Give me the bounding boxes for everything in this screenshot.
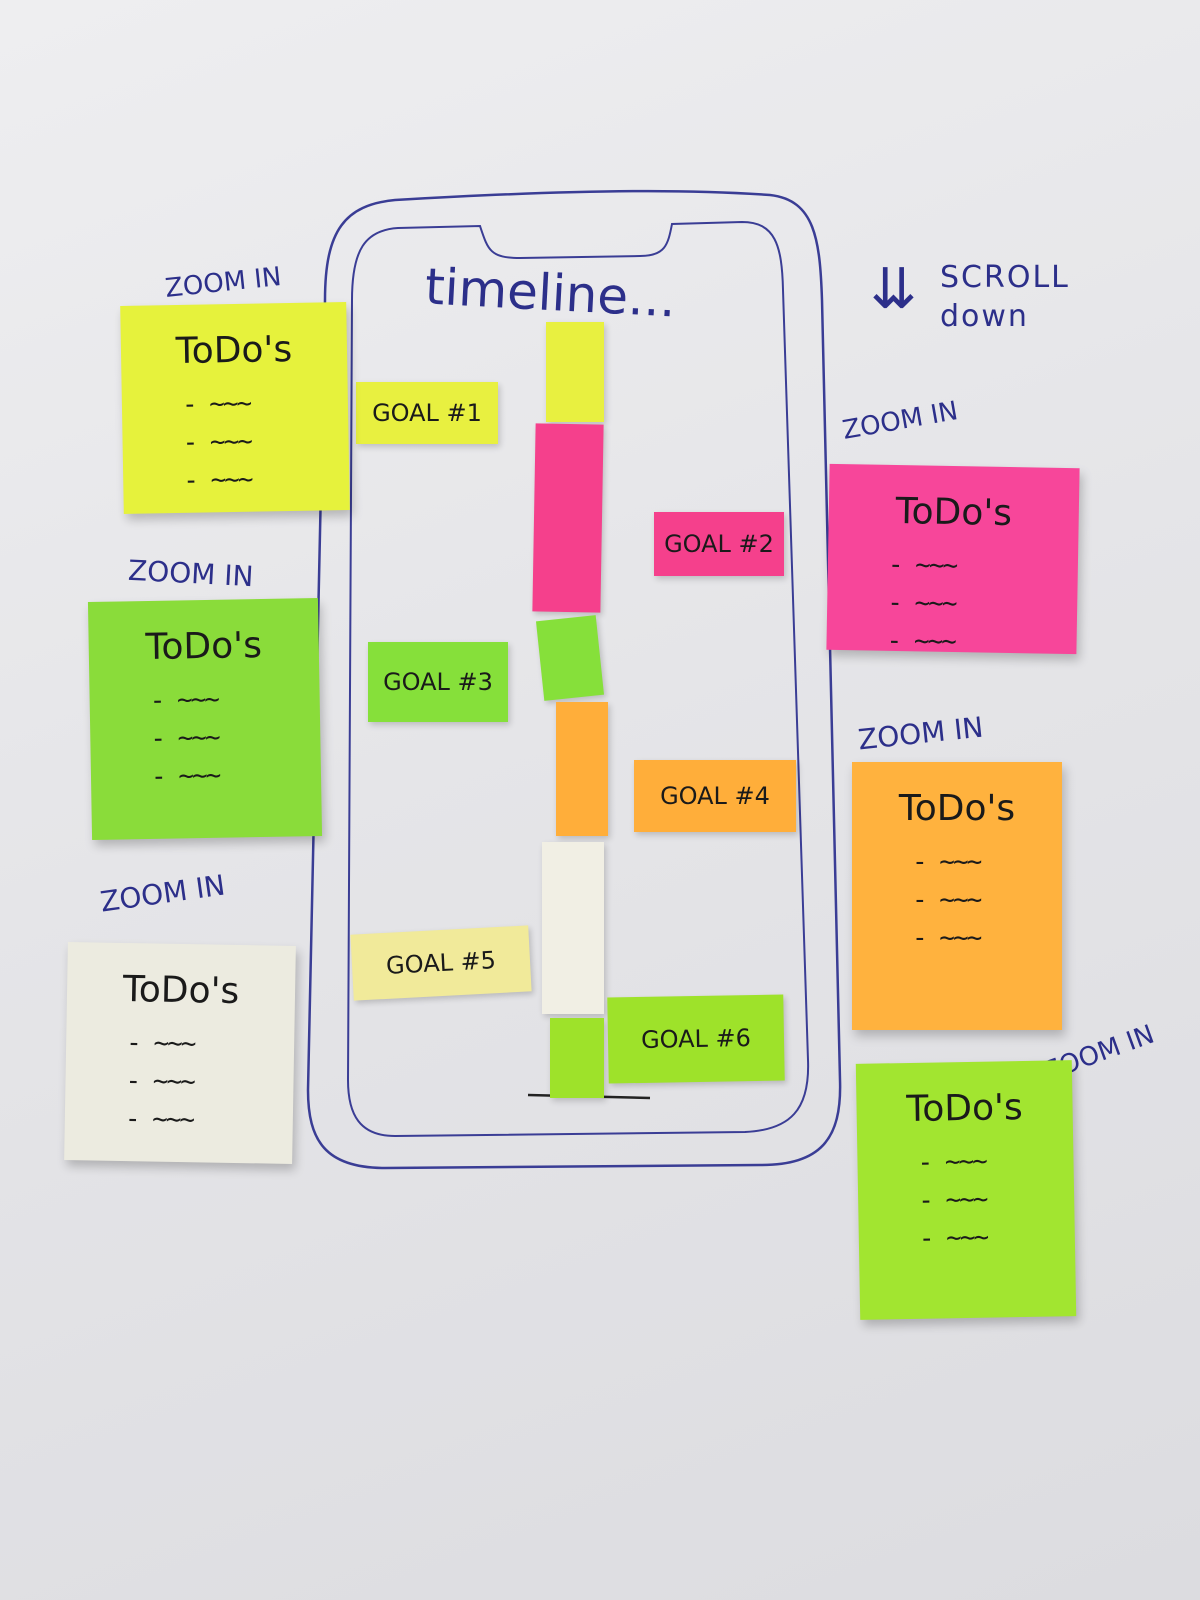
phone-outer-outline <box>306 189 842 1170</box>
todo-note-title: ToDo's <box>898 788 1016 829</box>
todo-note-goal-2[interactable]: ToDo's - ~~~ - ~~~ - ~~~ <box>826 463 1080 655</box>
timeline-segment-1[interactable] <box>546 322 604 422</box>
todo-item: - ~~~ <box>912 885 982 915</box>
goal-label-4[interactable]: GOAL #4 <box>634 760 796 832</box>
todo-item: - ~~~ <box>917 1146 987 1178</box>
todo-note-goal-6[interactable]: ToDo's - ~~~ - ~~~ - ~~~ <box>855 1060 1077 1320</box>
todo-item: - ~~~ <box>912 847 982 877</box>
todo-item: - ~~~ <box>886 625 956 655</box>
todo-note-goal-1[interactable]: ToDo's - ~~~ - ~~~ - ~~~ <box>120 302 350 514</box>
todo-note-goal-3[interactable]: ToDo's - ~~~ - ~~~ - ~~~ <box>87 598 323 840</box>
todo-note-title: ToDo's <box>145 624 263 669</box>
todo-item: - ~~~ <box>887 549 957 582</box>
todo-item: - ~~~ <box>918 1222 988 1254</box>
timeline-title: timeline... <box>423 257 678 329</box>
timeline-segment-4[interactable] <box>556 702 608 836</box>
scroll-arrow-icon: ⇊ <box>870 257 917 322</box>
zoom-in-label: ZOOM IN <box>127 553 255 594</box>
timeline-segment-3[interactable] <box>535 615 605 701</box>
todo-item: - ~~~ <box>125 1028 195 1060</box>
todo-item: - ~~~ <box>183 464 252 496</box>
timeline-segment-2[interactable] <box>532 423 604 613</box>
todo-note-title: ToDo's <box>906 1087 1024 1131</box>
todo-note-goal-4[interactable]: ToDo's - ~~~ - ~~~ - ~~~ <box>852 762 1062 1030</box>
goal-label-2[interactable]: GOAL #2 <box>654 512 784 576</box>
phone-inner-outline <box>346 220 810 1138</box>
goal-label-6[interactable]: GOAL #6 <box>607 994 785 1084</box>
todo-note-title: ToDo's <box>175 328 293 373</box>
todo-item: - ~~~ <box>124 1104 194 1136</box>
timeline-segment-5[interactable] <box>542 842 604 1014</box>
todo-note-title: ToDo's <box>895 490 1013 535</box>
todo-note-title: ToDo's <box>122 968 240 1013</box>
todo-item: - ~~~ <box>150 722 219 754</box>
todo-item: - ~~~ <box>181 388 251 420</box>
todo-item: - ~~~ <box>886 587 956 620</box>
timeline-segment-6[interactable] <box>550 1018 604 1098</box>
todo-item: - ~~~ <box>149 684 219 716</box>
scroll-down-hint: SCROLL down <box>940 260 1070 334</box>
todo-item: - ~~~ <box>912 923 982 953</box>
goal-label-3[interactable]: GOAL #3 <box>368 642 508 722</box>
todo-item: - ~~~ <box>917 1184 987 1216</box>
todo-item: - ~~~ <box>150 760 220 792</box>
goal-label-5[interactable]: GOAL #5 <box>350 925 532 1001</box>
todo-note-goal-5[interactable]: ToDo's - ~~~ - ~~~ - ~~~ <box>64 942 296 1164</box>
todo-item: - ~~~ <box>182 426 252 458</box>
todo-item: - ~~~ <box>125 1066 195 1098</box>
goal-label-1[interactable]: GOAL #1 <box>356 382 498 444</box>
